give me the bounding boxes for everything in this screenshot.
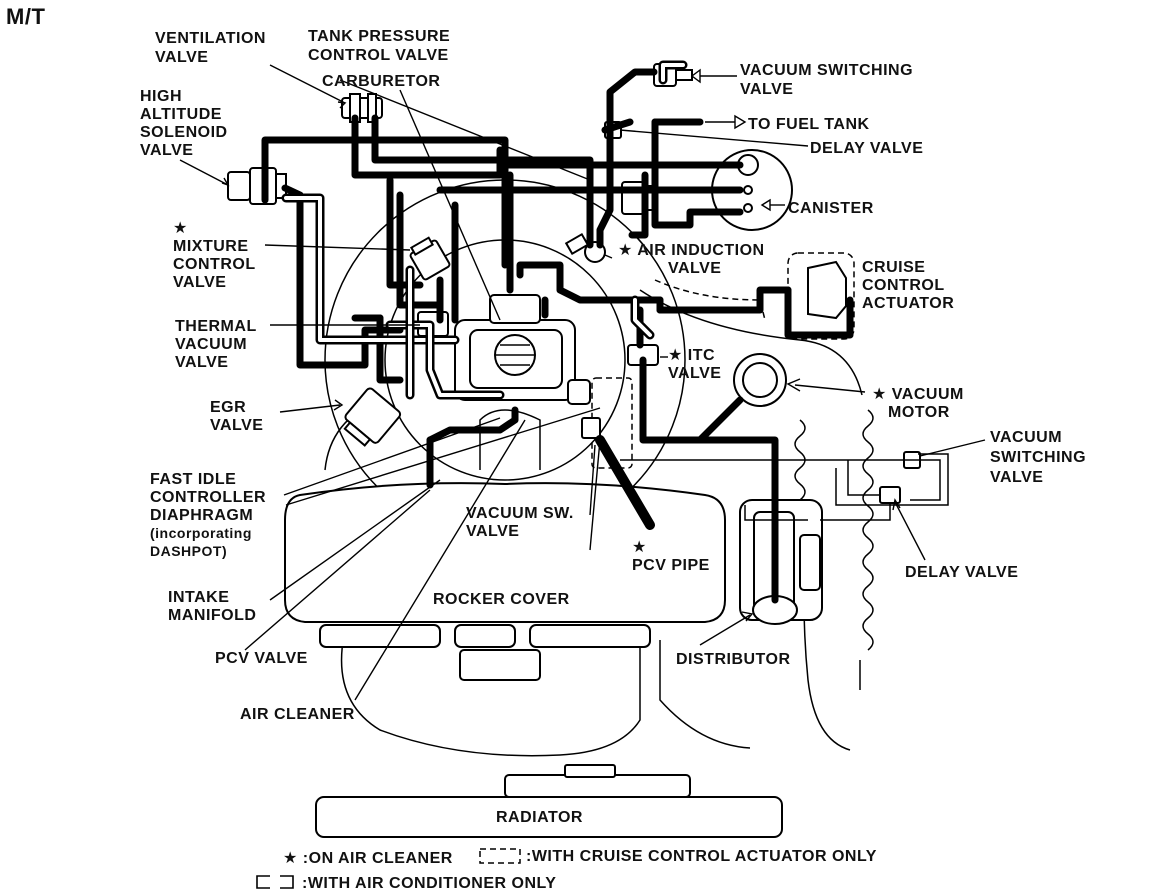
engine-structure	[284, 179, 874, 838]
distributor	[739, 499, 823, 625]
label-thermal-vacuum-valve: THERMAL VACUUM VALVE	[175, 318, 261, 371]
vacuum-hoses	[261, 60, 949, 604]
label-carburetor: CARBURETOR	[322, 73, 440, 90]
label-fast-idle-controller: FAST IDLE CONTROLLER DIAPHRAGM (incorpor…	[150, 471, 271, 559]
label-delay-valve-top: DELAY VALVE	[810, 140, 923, 157]
egr-valve	[343, 387, 402, 447]
label-canister: CANISTER	[788, 200, 874, 217]
label-mixture-control-valve: ★ MIXTURE CONTROL VALVE	[173, 220, 260, 291]
label-egr-valve: EGR VALVE	[210, 399, 263, 434]
hose-main-top	[261, 136, 509, 269]
components	[227, 63, 921, 625]
diagram-title: M/T	[6, 4, 45, 29]
label-to-fuel-tank: TO FUEL TANK	[748, 116, 870, 133]
label-intake-manifold: INTAKE MANIFOLD	[168, 589, 256, 624]
label-itc-valve: ★ ITC VALVE	[668, 347, 721, 382]
cruise-control-actuator	[787, 252, 855, 340]
legend-dashed: :WITH CRUISE CONTROL ACTUATOR ONLY	[526, 848, 877, 865]
label-cruise-control-actuator: CRUISE CONTROL ACTUATOR	[862, 259, 954, 312]
engine-block-outline	[340, 629, 641, 757]
delay-valve-right	[879, 486, 901, 504]
fast-idle-controller	[567, 379, 591, 405]
mixture-control-valve	[409, 236, 451, 281]
vacuum-motor	[733, 353, 787, 407]
label-tank-pressure-control-valve: TANK PRESSURE CONTROL VALVE	[308, 28, 455, 64]
pcv-pipe	[595, 435, 655, 530]
leader-lines	[179, 64, 986, 701]
label-pcv-pipe: ★ PCV PIPE	[632, 539, 710, 574]
label-radiator: RADIATOR	[496, 809, 583, 826]
labels: VENTILATION VALVE TANK PRESSURE CONTROL …	[140, 28, 1091, 826]
label-pcv-valve: PCV VALVE	[215, 650, 308, 667]
legend-ac: :WITH AIR CONDITIONER ONLY	[302, 875, 556, 892]
rocker-cover-shape	[284, 482, 726, 623]
label-ventilation-valve: VENTILATION VALVE	[155, 30, 271, 66]
carburetor-body	[454, 294, 576, 401]
label-air-induction-valve: ★ AIR INDUCTION VALVE	[618, 242, 770, 277]
label-rocker-cover: ROCKER COVER	[433, 591, 570, 608]
legend-ac-box	[256, 875, 294, 889]
legend-dashed-box	[479, 848, 521, 864]
label-vacuum-switching-valve-right: VACUUM SWITCHING VALVE	[990, 429, 1091, 486]
high-altitude-solenoid-valve	[227, 167, 287, 205]
label-vacuum-sw-valve: VACUUM SW. VALVE	[466, 505, 579, 540]
legend: ★ :ON AIR CLEANER :WITH CRUISE CONTROL A…	[256, 848, 877, 892]
radiator-box	[315, 796, 783, 838]
label-vacuum-motor: ★ VACUUM MOTOR	[872, 386, 969, 421]
label-air-cleaner: AIR CLEANER	[240, 706, 355, 723]
label-distributor: DISTRIBUTOR	[676, 651, 791, 668]
ventilation-valve	[341, 93, 383, 123]
legend-star: ★ :ON AIR CLEANER	[283, 850, 453, 867]
label-delay-valve-right: DELAY VALVE	[905, 564, 1018, 581]
label-high-altitude-solenoid-valve: HIGH ALTITUDE SOLENOID VALVE	[140, 88, 233, 159]
label-vacuum-switching-valve-top: VACUUM SWITCHING VALVE	[740, 62, 918, 98]
